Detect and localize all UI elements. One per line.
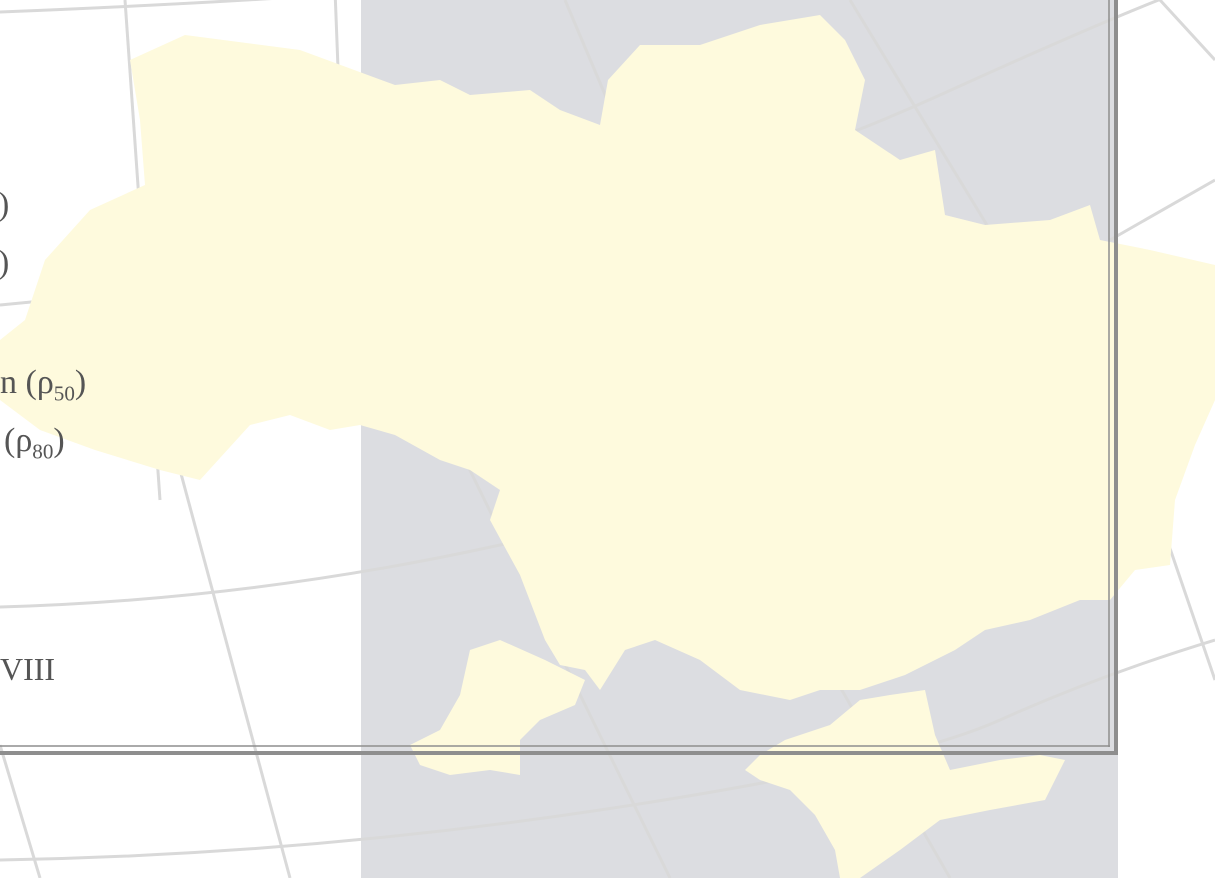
legend-row-1-text: ) [0,186,9,223]
parallel-line [0,638,1215,862]
territory-peninsula [745,690,1065,878]
territory-mainland [0,15,1215,700]
legend-row-3-subscript: 50 [53,381,75,406]
legend-row-4: (ρ80) [4,424,65,462]
legend-row-4-prefix: (ρ [4,422,33,459]
meridian-line [178,469,292,878]
legend-row-2-text: ) [0,244,9,281]
meridian-line [1158,0,1215,62]
meridian-line [0,744,42,878]
legend-frame [0,0,1118,755]
legend-row-3: n (ρ50) [0,366,86,404]
legend-row-3-suffix: ) [74,364,87,401]
legend-row-4-subscript: 80 [32,439,54,464]
meridian-line [848,0,992,231]
legend-row-2: ) [0,246,9,280]
legend-row-3-prefix: n (ρ [0,364,54,401]
legend-row-1: ) [0,188,9,222]
legend-row-4-suffix: ) [53,422,65,459]
meridian-line [1109,178,1215,242]
territory-southwest-lobe [410,640,585,775]
legend-row-5: VIII [0,653,55,685]
legend-row-5-text: VIII [0,651,56,687]
parallel-line [0,0,272,14]
